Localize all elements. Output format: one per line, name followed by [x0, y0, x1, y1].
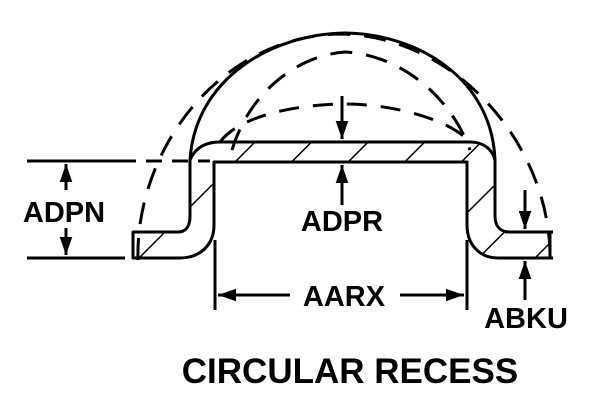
diagram-title: CIRCULAR RECESS: [182, 352, 518, 391]
label-aarx: AARX: [303, 281, 386, 313]
inner-phantom-dome: [218, 102, 472, 144]
dome-outline: [188, 31, 497, 161]
middle-phantom-dome: [230, 50, 472, 151]
recess-section: [131, 140, 552, 260]
label-adpr: ADPR: [301, 206, 383, 238]
label-abku: ABKU: [484, 303, 568, 335]
label-adpn: ADPN: [23, 197, 105, 229]
